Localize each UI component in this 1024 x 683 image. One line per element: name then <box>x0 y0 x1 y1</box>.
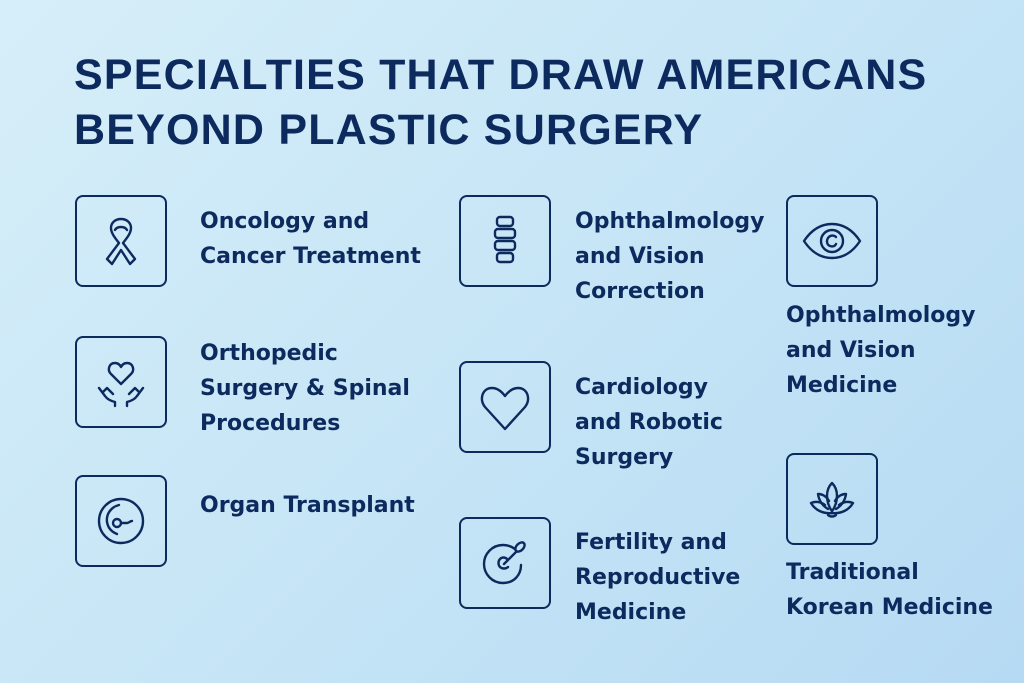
label-oncology: Oncology and Cancer Treatment <box>200 204 421 274</box>
label-line: Cancer Treatment <box>200 244 421 269</box>
label-line: and Robotic <box>575 410 723 435</box>
label-line: Korean Medicine <box>786 595 993 620</box>
label-line: Cardiology <box>575 375 708 400</box>
label-orthopedic: Orthopedic Surgery & Spinal Procedures <box>200 336 410 441</box>
label-line: Medicine <box>786 373 898 398</box>
icon-box-cardiology <box>459 361 551 453</box>
eye-icon <box>802 222 862 260</box>
icon-box-oncology <box>75 195 167 287</box>
title-line-1: SPECIALTIES THAT DRAW AMERICANS <box>74 51 928 99</box>
label-line: Organ Transplant <box>200 493 415 518</box>
label-line: Orthopedic <box>200 341 338 366</box>
heart-icon <box>480 386 530 431</box>
label-fertility: Fertility and Reproductive Medicine <box>575 525 740 630</box>
icon-box-ophthalmology-medicine <box>786 195 878 287</box>
label-cardiology: Cardiology and Robotic Surgery <box>575 370 723 475</box>
label-ophthalmology-medicine: Ophthalmology and Vision Medicine <box>786 298 975 403</box>
organ-icon <box>97 497 145 545</box>
icon-box-organ-transplant <box>75 475 167 567</box>
icon-box-korean-medicine <box>786 453 878 545</box>
label-ophthalmology-correction: Ophthalmology and Vision Correction <box>575 204 764 309</box>
ribbon-icon <box>105 217 137 266</box>
label-line: Ophthalmology <box>575 209 765 234</box>
spine-icon <box>493 215 517 264</box>
fertility-icon <box>482 541 526 585</box>
icon-box-ophthalmology-correction <box>459 195 551 287</box>
label-line: and Vision <box>575 244 705 269</box>
label-line: Procedures <box>200 411 341 436</box>
icon-box-fertility <box>459 517 551 609</box>
icon-box-orthopedic <box>75 336 167 428</box>
label-korean-medicine: Traditional Korean Medicine <box>786 555 993 625</box>
label-line: and Vision <box>786 338 916 363</box>
label-line: Traditional <box>786 560 919 585</box>
title-line-2: BEYOND PLASTIC SURGERY <box>74 106 704 154</box>
label-line: Fertility and <box>575 530 727 555</box>
page-title: SPECIALTIES THAT DRAW AMERICANS BEYOND P… <box>74 48 927 158</box>
label-line: Medicine <box>575 600 687 625</box>
label-line: Oncology and <box>200 209 370 234</box>
label-organ-transplant: Organ Transplant <box>200 488 415 523</box>
label-line: Surgery & Spinal <box>200 376 410 401</box>
label-line: Ophthalmology <box>786 303 976 328</box>
label-line: Surgery <box>575 445 674 470</box>
label-line: Reproductive <box>575 565 741 590</box>
label-line: Correction <box>575 279 705 304</box>
hands-heart-icon <box>97 361 145 408</box>
lotus-icon <box>809 481 855 518</box>
